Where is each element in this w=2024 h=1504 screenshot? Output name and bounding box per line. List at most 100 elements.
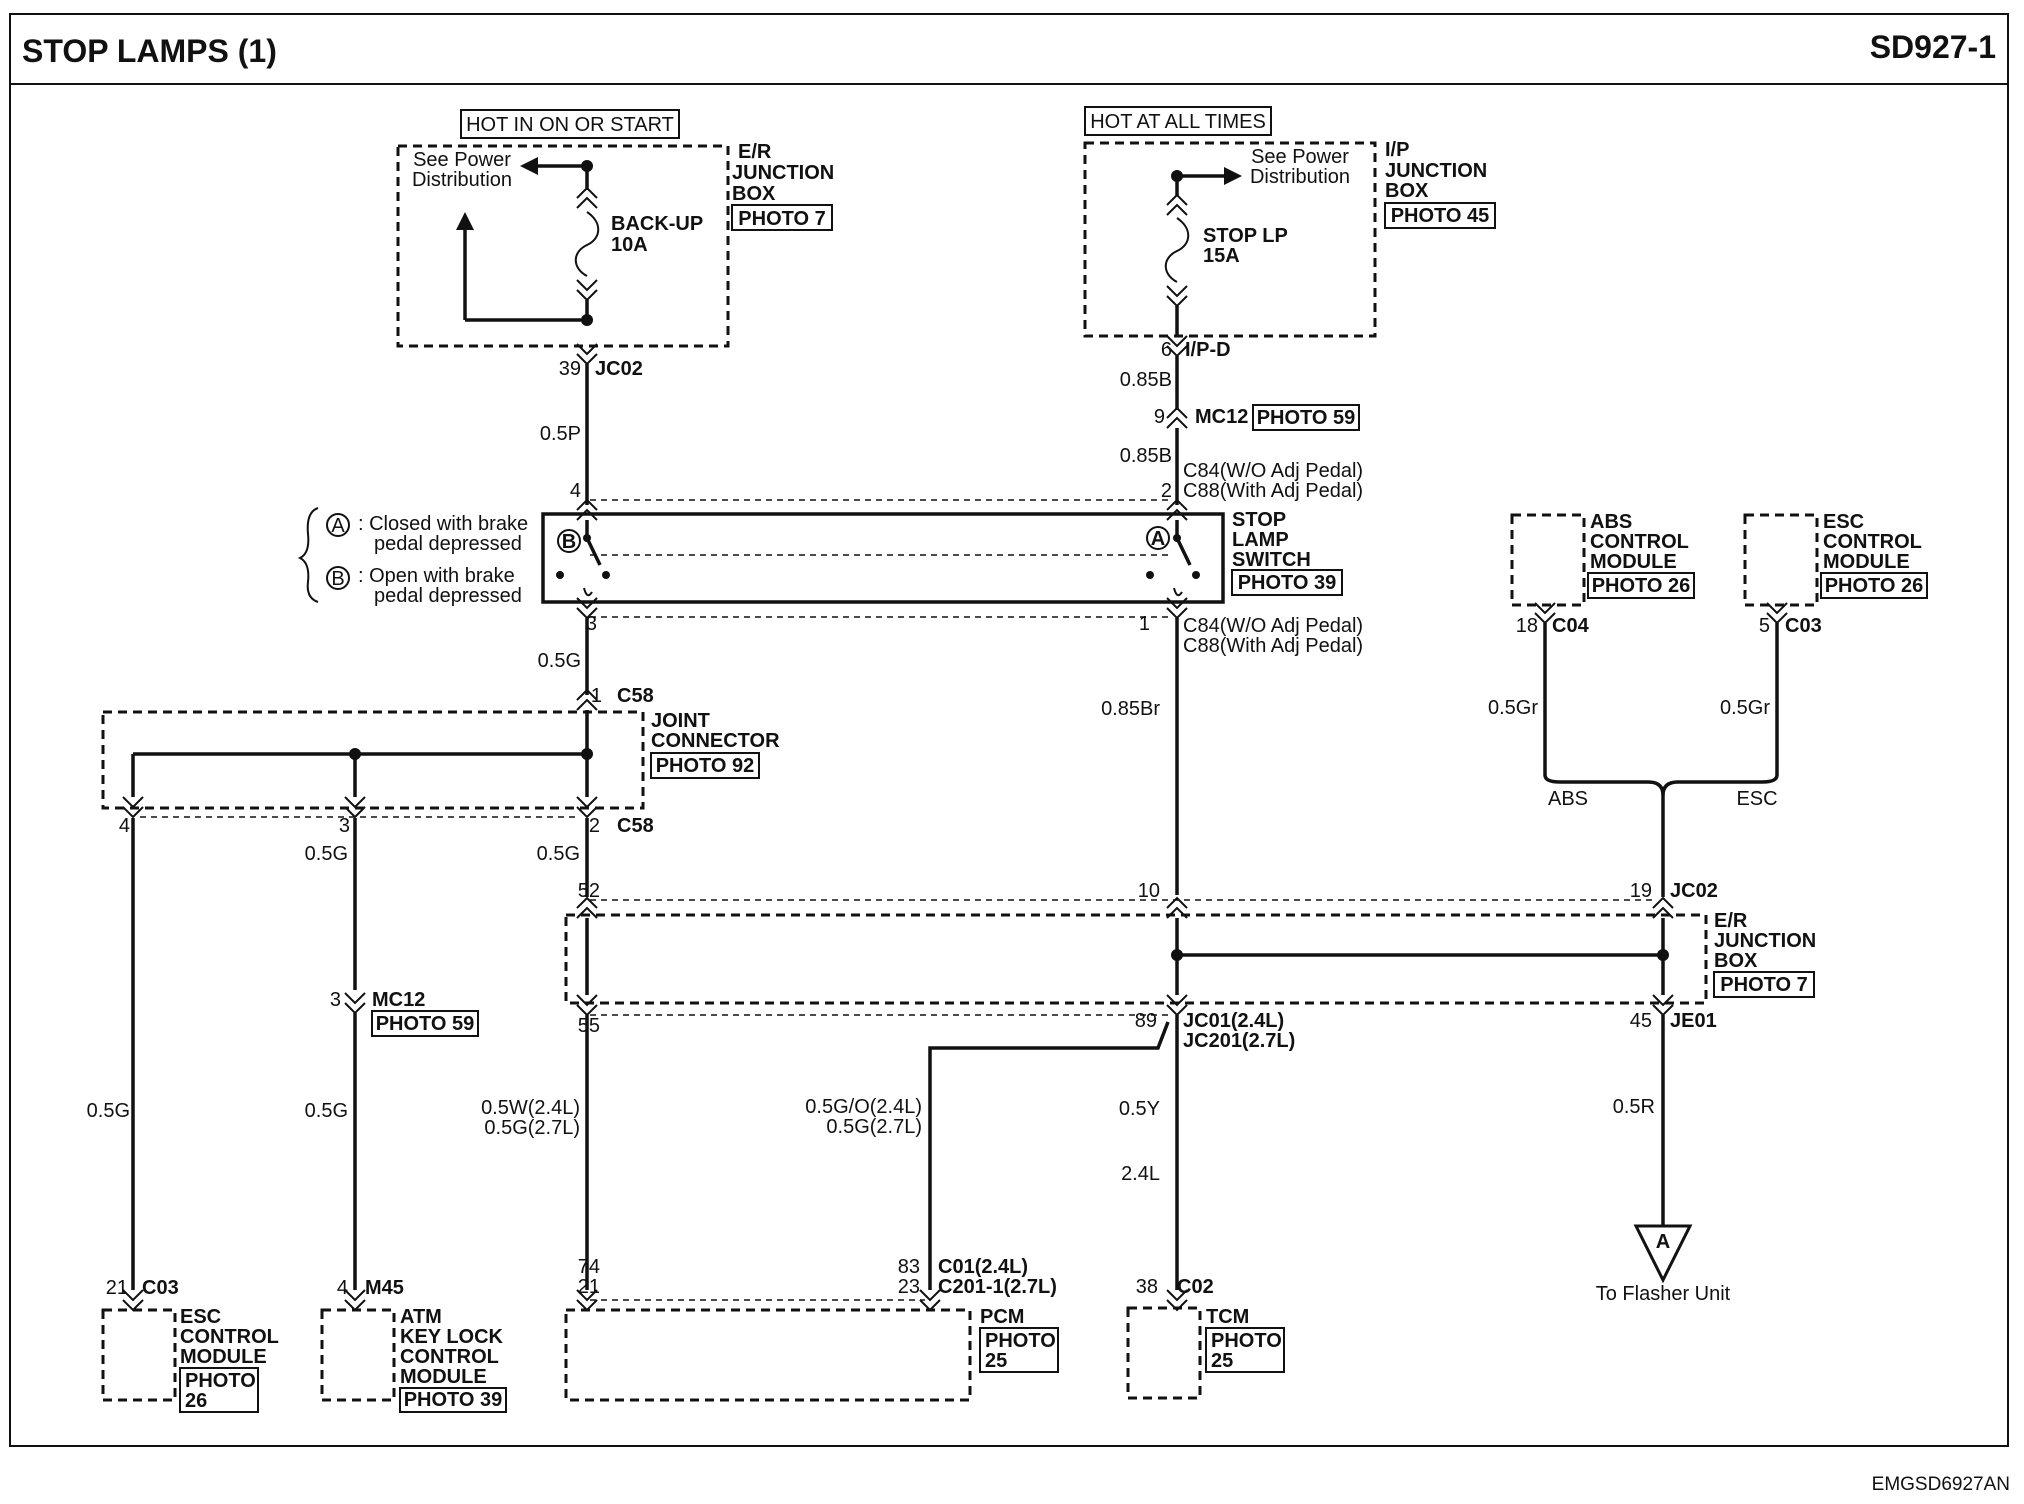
er-box-lower-photo-box [1713,971,1815,998]
pin-label: 21 [106,1277,128,1299]
see-power-left-1: See Power [413,149,511,171]
esc-label-3: MODULE [1823,551,1910,573]
wire-label: 0.85B [1120,369,1172,391]
pin-label: 83 [898,1256,920,1278]
wire-label: 0.5G(2.7L) [826,1116,922,1138]
pin-label: 3 [330,989,341,1011]
wire-label: 0.5R [1613,1096,1655,1118]
esc-label-2: CONTROL [1823,531,1922,553]
pin-label: 38 [1136,1276,1158,1298]
connector-c201-1: C201-1(2.7L) [938,1276,1057,1298]
connector-chevron-icon [576,279,598,302]
connector-c03-top: C03 [1785,615,1822,637]
er-junction-box-fuse-area [396,144,730,348]
atm-label-2: KEY LOCK [400,1326,504,1348]
pin-label: 45 [1630,1010,1652,1032]
pin-label: 23 [898,1276,920,1298]
pin-label: 19 [1630,880,1652,902]
connector-chevron-icon [1166,285,1188,308]
pin-label: 9 [1154,406,1165,428]
mc12-photo-box [1252,404,1360,431]
fuse-backup-name: BACK-UP [611,213,703,235]
esc-merge [1661,774,1779,796]
esc-b-photo-1: PHOTO [185,1370,256,1392]
abs-label-2: CONTROL [1590,531,1689,553]
esc-branch-label: ESC [1736,788,1777,810]
pin-label: 55 [578,1015,600,1037]
pin-label: 1 [591,685,602,707]
wire-label: 0.5G [87,1100,130,1122]
switch-contact-arc [583,587,593,597]
legend-marker-circle [326,513,350,537]
legend-b-line-2: pedal depressed [374,585,522,607]
diagram-code: SD927-1 [1870,29,1996,65]
abs-label-3: MODULE [1590,551,1677,573]
diagram-frame [9,13,2009,1447]
esc-label-1: ESC [1823,511,1864,533]
atm-photo: PHOTO 39 [404,1389,503,1411]
connector-c03-bottom: C03 [142,1277,179,1299]
wire-label: 0.5P [540,423,581,445]
marker-a: A [1151,528,1165,550]
joint-label-1: JOINT [651,710,710,732]
wire-label: 0.85B [1120,445,1172,467]
er-junction-box-lower [564,913,1708,1005]
see-power-left-2: Distribution [412,169,512,191]
switch-photo: PHOTO 39 [1238,572,1337,594]
arrow-left-icon [520,157,538,175]
tcm-photo-1: PHOTO [1211,1330,1282,1352]
abs-photo: PHOTO 26 [1592,575,1691,597]
hot-on-start-label: HOT IN ON OR START [466,114,674,136]
tcm-photo-box [1205,1327,1285,1373]
pin-label: 5 [1759,615,1770,637]
pin-label: 3 [586,613,597,635]
pcm-module-box [564,1308,972,1402]
see-power-right-2: Distribution [1250,166,1350,188]
arrow-right-icon [1224,167,1242,185]
splice-dot [556,571,564,579]
tcm-label: TCM [1206,1306,1249,1328]
er-box-photo: PHOTO 7 [738,208,825,230]
flasher-marker: A [1656,1231,1670,1253]
wire-label: 0.5W(2.4L) [481,1097,580,1119]
footer-code: EMGSD6927AN [1872,1474,2010,1495]
connector-chevron-icon [344,992,366,1015]
pin-label: 21 [578,1276,600,1298]
esc-module-bottom-box [101,1308,177,1402]
legend-a-line-1: : Closed with brake [358,513,528,535]
esc-b-photo-box [179,1367,259,1413]
legend-b-line-1: : Open with brake [358,565,515,587]
er-box-lower-label-1: E/R [1714,910,1748,932]
connector-ipd: I/P-D [1185,339,1231,361]
pin-label: 4 [337,1277,348,1299]
connector-m45: M45 [365,1277,404,1299]
wire-label: 0.5Y [1119,1098,1160,1120]
flasher-label: To Flasher Unit [1596,1283,1731,1305]
esc-photo-box [1820,572,1928,599]
splice-dot [1146,571,1154,579]
pin-label: 18 [1516,615,1538,637]
legend-a-marker: A [331,515,345,537]
pcm-photo-1: PHOTO [985,1330,1056,1352]
connector-mc12-atm: MC12 [372,989,425,1011]
wire-label: 2.4L [1121,1163,1160,1185]
connector-c84-bottom: C84(W/O Adj Pedal) [1183,615,1363,637]
pin-label: 2 [589,815,600,837]
wire-label: 0.5Gr [1488,697,1538,719]
switch-a-contact [1175,537,1192,566]
atm-label-4: MODULE [400,1366,487,1388]
abs-merge [1543,774,1665,796]
wire-label: 0.5G [538,650,581,672]
connector-mc12-top: MC12 [1195,406,1248,428]
pin-label: 39 [559,358,581,380]
hot-on-start-label-box [460,109,680,139]
fuse-backup-rating: 10A [611,234,648,256]
fuse-stop-rating: 15A [1203,245,1240,267]
joint-label-2: CONNECTOR [651,730,780,752]
legend-brace [297,507,319,603]
connector-chevron-icon [576,994,598,1017]
tcm-module-box [1126,1306,1202,1400]
switch-contact-arc [1173,587,1183,597]
marker-b-circle [557,529,581,553]
